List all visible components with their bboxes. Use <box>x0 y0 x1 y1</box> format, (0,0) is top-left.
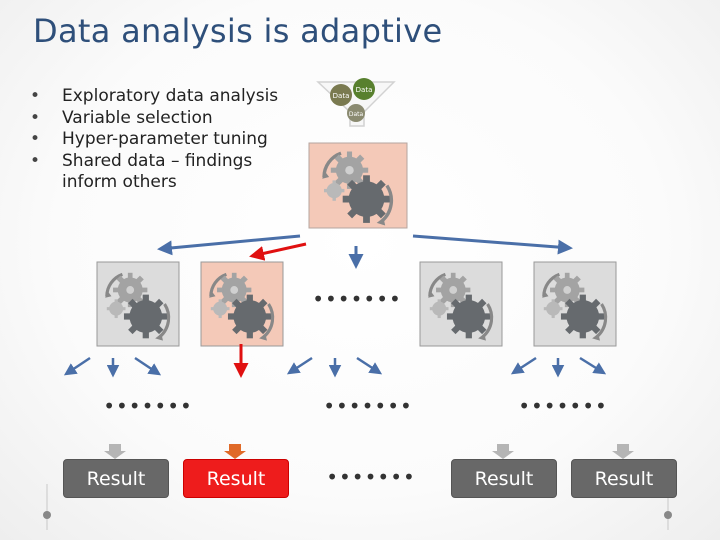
ellipsis: ••••••• <box>103 394 193 418</box>
arrow-icon <box>412 234 573 255</box>
arrow-icon <box>612 444 634 459</box>
ellipsis: ••••••• <box>326 465 416 489</box>
result-box: Result <box>571 459 677 498</box>
data-drop <box>353 78 375 100</box>
bullet-item: Exploratory data analysis <box>30 86 290 108</box>
result-box: Result <box>63 459 169 498</box>
arrow-icon <box>492 444 514 459</box>
data-label: Data <box>333 92 350 100</box>
arrow-icon <box>157 234 301 256</box>
arrow-icon <box>134 356 162 376</box>
bullet-item: Shared data – findings inform others <box>30 151 290 194</box>
ellipsis: ••••••• <box>518 394 608 418</box>
ellipsis: ••••••• <box>323 394 413 418</box>
arrow-icon <box>224 444 246 459</box>
result-box-highlight: Result <box>183 459 289 498</box>
arrow-icon <box>249 242 307 261</box>
arrow-icon <box>579 356 607 375</box>
arrow-icon <box>286 356 313 375</box>
data-label: Data <box>349 111 364 118</box>
data-funnel: Data Data Data <box>316 78 396 127</box>
bullet-item: Hyper-parameter tuning <box>30 129 290 151</box>
bullet-list: Exploratory data analysis Variable selec… <box>30 86 290 194</box>
decorative-dot <box>43 511 51 519</box>
data-label: Data <box>356 86 373 94</box>
data-drop <box>347 104 365 122</box>
bullet-item: Variable selection <box>30 108 290 130</box>
arrow-icon <box>63 356 91 376</box>
arrow-icon <box>510 356 537 375</box>
data-drop <box>330 84 352 106</box>
arrow-icon <box>356 356 383 375</box>
arrow-icon <box>104 444 126 459</box>
ellipsis: ••••••• <box>312 287 402 311</box>
page-title: Data analysis is adaptive <box>33 12 443 50</box>
result-box: Result <box>451 459 557 498</box>
decorative-dot <box>664 511 672 519</box>
